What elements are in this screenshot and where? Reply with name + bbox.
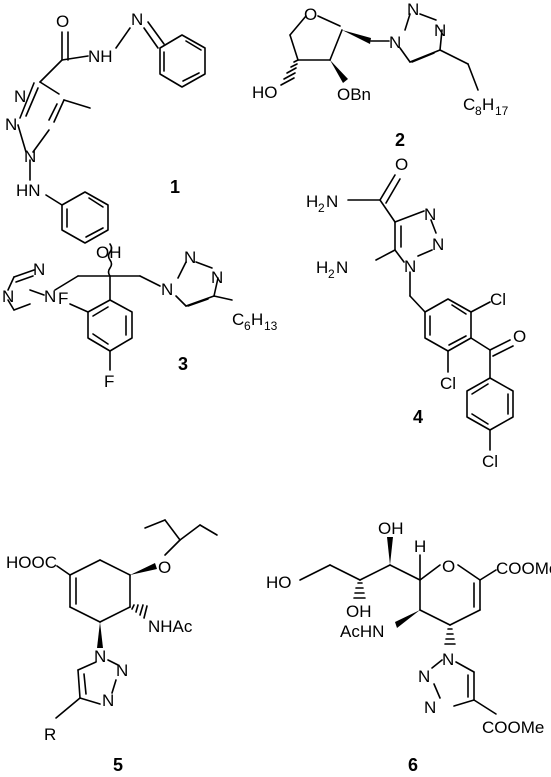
c4-triazole-n3: N <box>424 205 436 224</box>
c3-triazole-n2: N <box>184 248 196 267</box>
c2-ring-o: O <box>304 5 317 24</box>
c4-h2n-amide-h: H <box>306 192 318 211</box>
compound-5-number: 5 <box>113 755 123 775</box>
c4-h2n-amino-h: H <box>316 258 328 277</box>
c6-ring-o: O <box>442 557 455 576</box>
c5-triazole-n1: N <box>94 647 106 666</box>
c4-chloro-1: Cl <box>490 290 506 309</box>
c2-h17-subscript: 17 <box>495 104 509 118</box>
c3-fluoro-1: F <box>58 289 68 308</box>
c4-h2n-amide-sub: 2 <box>318 201 325 215</box>
c6-triazole-n1: N <box>442 650 454 669</box>
c6-coome-1: COOMe <box>496 559 551 578</box>
c6-coome-2: COOMe <box>482 718 544 737</box>
compound-5: HOOC O NHAc N N N R 5 <box>6 519 218 775</box>
c3-c6-label: C <box>232 310 244 329</box>
c2-triazole-n2: N <box>407 0 419 19</box>
c6-triazole-n2: N <box>418 667 430 686</box>
c1-triazole-n2: N <box>5 115 17 134</box>
c6-oh-1: OH <box>378 519 404 538</box>
c2-c8-subscript: 8 <box>475 104 482 118</box>
compound-6-number: 6 <box>408 755 418 775</box>
c1-amide-nh: NH <box>88 47 113 66</box>
c4-amide-o: O <box>395 155 408 174</box>
c3-oh: OH <box>96 243 122 262</box>
c5-ether-o: O <box>158 558 171 577</box>
c3-tz-n4: N <box>2 287 14 306</box>
c3-h13-label: H <box>251 310 263 329</box>
c2-triazole-n1: N <box>389 33 401 52</box>
c6-triazole-n3: N <box>424 698 436 717</box>
c1-hn: HN <box>16 181 41 200</box>
c4-chloro-3: Cl <box>482 452 498 471</box>
c4-h2n-amino-n: N <box>336 258 348 277</box>
c4-chloro-2: Cl <box>440 374 456 393</box>
c4-triazole-n1: N <box>404 257 416 276</box>
c5-triazole-n2: N <box>116 661 128 680</box>
compound-3-number: 3 <box>178 354 188 374</box>
c4-h2n-amino-sub: 2 <box>328 267 335 281</box>
c1-imine-n: N <box>131 10 143 29</box>
c3-c6-subscript: 6 <box>244 319 251 333</box>
c2-c8-label: C <box>463 95 475 114</box>
c1-triazole-n1: N <box>24 147 36 166</box>
c6-achn: AcHN <box>340 622 384 641</box>
compound-1: O NH N N N N HN 1 <box>5 10 206 244</box>
c3-tz-n2: N <box>33 260 45 279</box>
c6-h: H <box>414 537 426 556</box>
compound-4-number: 4 <box>413 407 423 427</box>
c5-hooc: HOOC <box>6 553 57 572</box>
compound-4: H 2 N O N N N H 2 N Cl Cl O Cl 4 <box>306 155 526 471</box>
c3-h13-subscript: 13 <box>264 319 278 333</box>
c6-oh-2: OH <box>346 602 372 621</box>
c5-nhac: NHAc <box>148 617 193 636</box>
compound-6: OH H O COOMe HO OH AcHN N N N COOMe 6 <box>266 519 551 775</box>
c4-h2n-amide-n: N <box>326 192 338 211</box>
c3-tz-n1: N <box>44 287 56 306</box>
c2-ho: HO <box>252 83 278 102</box>
c1-carbonyl-o: O <box>56 12 69 31</box>
compound-1-number: 1 <box>170 177 180 197</box>
c5-r-group: R <box>44 725 56 744</box>
c1-triazole-n3: N <box>14 87 26 106</box>
c4-triazole-n2: N <box>432 235 444 254</box>
c3-triazole-n1: N <box>161 280 173 299</box>
c2-h17-label: H <box>482 95 494 114</box>
c4-ketone-o: O <box>513 327 526 346</box>
c5-triazole-n3: N <box>102 691 114 710</box>
c3-fluoro-2: F <box>104 372 114 391</box>
compound-2: O HO OBn N N N C 8 H 17 2 <box>252 0 509 150</box>
compound-2-number: 2 <box>395 130 405 150</box>
c2-obn: OBn <box>337 85 371 104</box>
compound-3: OH N N N N N N F F C 6 H 13 3 <box>2 243 278 391</box>
c3-triazole-n3: N <box>211 268 223 287</box>
c2-triazole-n3: N <box>434 21 446 40</box>
c6-ho: HO <box>266 573 292 592</box>
